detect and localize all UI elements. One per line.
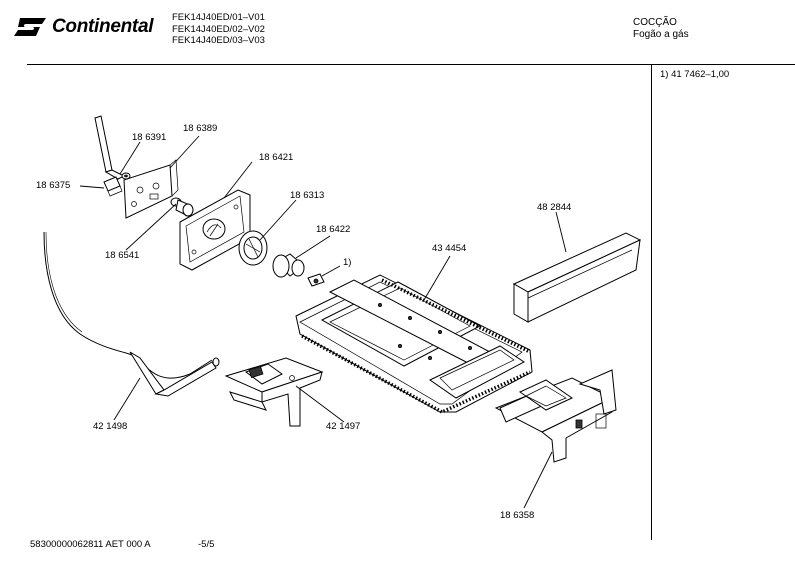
burner-part [295,274,533,414]
label-18-6541: 18 6541 [105,250,139,261]
label-18-6389: 18 6389 [183,123,217,134]
header-divider [27,64,795,65]
label-18-6391: 18 6391 [132,132,166,143]
label-18-6422: 18 6422 [316,224,350,235]
category-title: COCÇÃO [633,17,677,28]
label-18-6421: 18 6421 [259,152,293,163]
label-43-4454: 43 4454 [432,243,466,254]
thermocouple-part [43,231,220,397]
bent-rod [94,115,126,180]
label-48-2844: 48 2844 [537,202,571,213]
category-block: COCÇÃO Fogão a gás [633,17,689,41]
small-bracket-part [103,176,123,197]
side-note: 1) 41 7462–1,00 [660,69,730,80]
document-code: 58300000062811 AET 000 A [30,539,151,550]
electrode-bracket-part [224,357,324,427]
leader-lines [79,135,567,509]
label-18-6313: 18 6313 [290,190,324,201]
label-18-6358: 18 6358 [500,510,534,521]
brand-name: Continental [52,16,154,37]
part-labels: 18 6391 18 6389 18 6375 18 6421 18 6313 … [36,123,571,521]
sleeve-part [272,253,305,278]
valve-part [170,197,194,217]
model-list: FEK14J40ED/01–V01 FEK14J40ED/02–V02 FEK1… [172,12,265,47]
screw-part [121,172,131,180]
page-number: -5/5 [198,539,215,550]
burner-base-plate-part [179,189,251,271]
model-line-1: FEK14J40ED/01–V01 [172,12,265,23]
model-line-3: FEK14J40ED/03–V03 [172,35,265,46]
injector-part [307,273,325,287]
brand-logo: Continental [14,12,154,42]
category-subtitle: Fogão a gás [633,29,689,40]
model-line-2: FEK14J40ED/02–V02 [172,23,265,35]
label-reference-1: 1) [343,257,351,268]
bracket-plate-part [123,159,179,219]
side-divider [651,64,652,540]
flame-guard-part [512,232,642,323]
retaining-ring-part [238,230,268,266]
continental-logo-icon [14,18,46,36]
label-18-6375: 18 6375 [36,180,70,191]
right-bracket-part [494,369,617,463]
label-42-1497: 42 1497 [326,421,360,432]
label-42-1498: 42 1498 [93,421,127,432]
